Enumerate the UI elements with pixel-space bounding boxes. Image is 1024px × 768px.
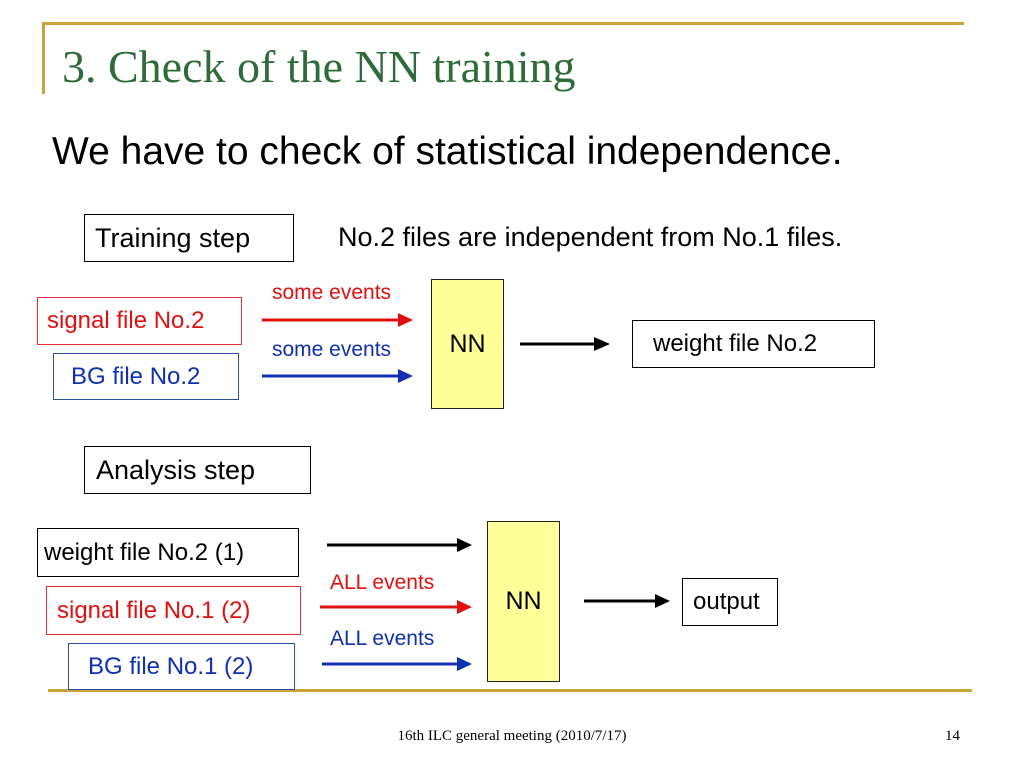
analysis-bg-arrow bbox=[322, 657, 472, 671]
slide-title: 3. Check of the NN training bbox=[62, 41, 576, 92]
analysis-signal-arrow bbox=[320, 600, 472, 614]
analysis-weight-arrow bbox=[327, 538, 472, 552]
analysis-bg-file-box: BG file No.1 (2) bbox=[68, 643, 295, 690]
frame-bottom-line bbox=[48, 689, 972, 692]
analysis-step-heading: Analysis step bbox=[84, 446, 311, 494]
training-bg-file-box: BG file No.2 bbox=[53, 353, 239, 400]
training-signal-arrow bbox=[262, 313, 413, 327]
training-weight-file-box: weight file No.2 bbox=[632, 320, 875, 368]
training-signal-file-box: signal file No.2 bbox=[37, 297, 242, 345]
frame-left-line bbox=[42, 22, 45, 94]
page-number: 14 bbox=[945, 728, 960, 744]
training-bg-arrow bbox=[262, 369, 413, 383]
analysis-nn-box: NN bbox=[487, 521, 560, 682]
analysis-bg-arrow-label: ALL events bbox=[330, 627, 435, 650]
slide-subtitle: We have to check of statistical independ… bbox=[52, 130, 843, 173]
analysis-output-box: output bbox=[682, 578, 778, 626]
analysis-signal-file-box: signal file No.1 (2) bbox=[46, 586, 301, 635]
training-bg-arrow-label: some events bbox=[272, 338, 392, 361]
training-output-arrow bbox=[520, 337, 610, 351]
training-signal-arrow-label: some events bbox=[272, 281, 392, 304]
frame-top-line bbox=[42, 22, 964, 25]
training-step-heading: Training step bbox=[84, 214, 294, 262]
analysis-signal-arrow-label: ALL events bbox=[330, 571, 435, 594]
analysis-weight-file-box: weight file No.2 (1) bbox=[37, 528, 299, 577]
footer-meeting: 16th ILC general meeting (2010/7/17) bbox=[397, 728, 627, 744]
independence-note: No.2 files are independent from No.1 fil… bbox=[338, 222, 843, 252]
training-nn-box: NN bbox=[431, 279, 504, 409]
analysis-output-arrow bbox=[584, 594, 670, 608]
